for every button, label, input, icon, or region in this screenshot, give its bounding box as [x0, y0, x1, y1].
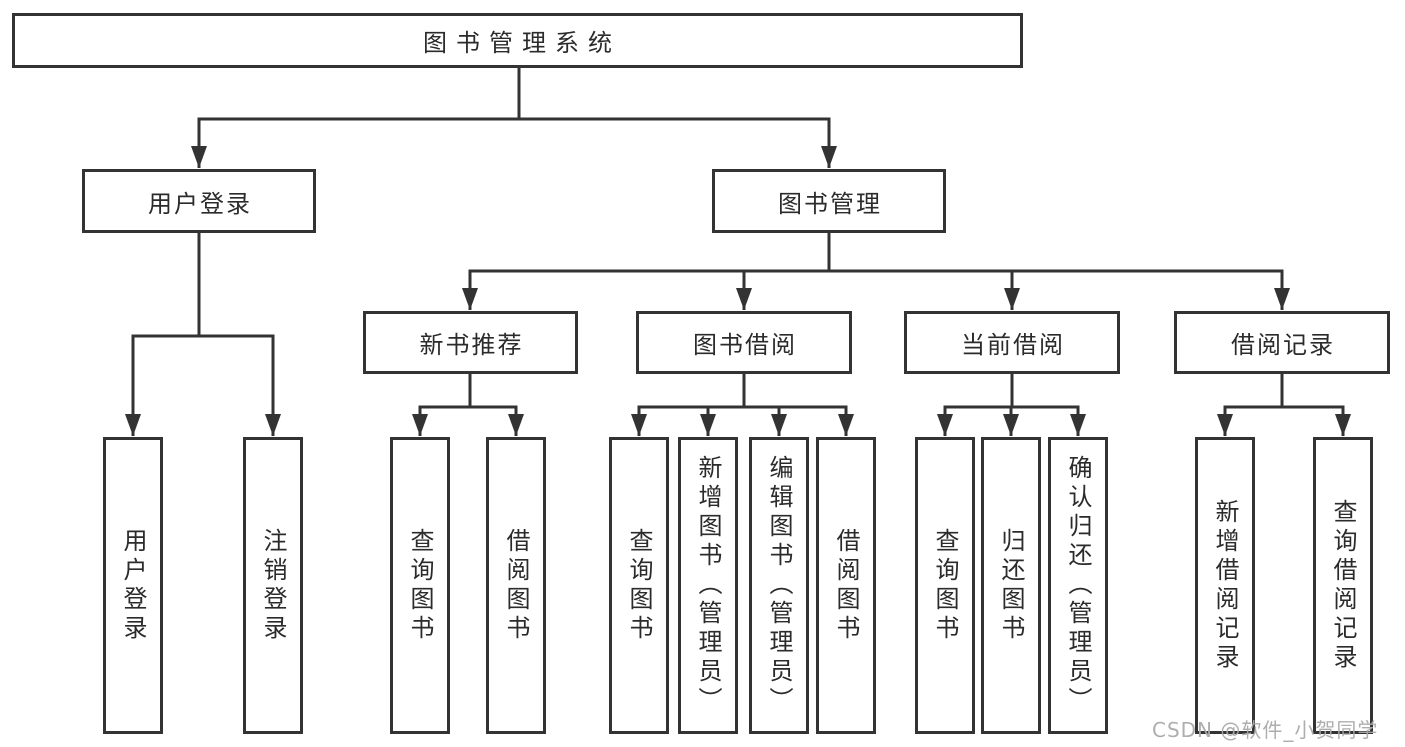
node-label: 借阅记录	[1231, 331, 1335, 359]
node-label: 新增图书（管理员）	[694, 455, 722, 716]
node-new-book-recommend: 新书推荐	[363, 311, 578, 374]
node-leaf-query-borrow-record: 查询借阅记录	[1313, 437, 1373, 734]
node-label: 当前借阅	[961, 331, 1065, 359]
node-leaf-borrow-query-books: 查询图书	[609, 437, 669, 734]
node-label: 查询图书	[931, 527, 959, 644]
connector-currentborrow-to-children	[937, 370, 1086, 436]
node-label: 借阅图书	[502, 527, 530, 644]
node-label: 查询图书	[406, 527, 434, 644]
node-label: 新书推荐	[419, 331, 524, 359]
node-label: 注销登录	[259, 527, 287, 644]
node-label: 图书借阅	[693, 331, 797, 359]
node-label: 图书管理	[778, 189, 882, 218]
node-borrow-records: 借阅记录	[1174, 311, 1390, 374]
node-user-login: 用户登录	[82, 169, 316, 233]
node-book-management: 图书管理	[712, 169, 946, 233]
connector-userlogin-to-children	[125, 228, 281, 436]
node-leaf-add-books-admin: 新增图书（管理员）	[678, 437, 738, 734]
connector-bookborrow-to-children	[631, 370, 854, 436]
connector-root-to-level2	[191, 60, 837, 168]
node-label: 确认归还（管理员）	[1064, 455, 1092, 716]
node-label: 用户登录	[119, 527, 147, 644]
node-leaf-return-books: 归还图书	[981, 437, 1041, 734]
node-leaf-user-login: 用户登录	[103, 437, 163, 734]
csdn-watermark: CSDN @软件_小贺同学	[1152, 718, 1379, 742]
node-leaf-confirm-return-admin: 确认归还（管理员）	[1048, 437, 1108, 734]
node-label: 查询图书	[625, 527, 653, 644]
node-leaf-logout: 注销登录	[243, 437, 303, 734]
node-label: 归还图书	[997, 527, 1025, 644]
node-leaf-newbook-query-books: 查询图书	[390, 437, 450, 734]
node-leaf-borrow-books: 借阅图书	[816, 437, 876, 734]
node-leaf-edit-books-admin: 编辑图书（管理员）	[749, 437, 809, 734]
connector-bookmgmt-to-level3	[462, 228, 1290, 310]
node-leaf-newbook-borrow-books: 借阅图书	[486, 437, 546, 734]
node-leaf-current-query-books: 查询图书	[915, 437, 975, 734]
node-label: 用户登录	[148, 189, 252, 218]
connector-newbook-to-children	[412, 370, 524, 436]
node-leaf-add-borrow-record: 新增借阅记录	[1195, 437, 1255, 734]
node-label: 新增借阅记录	[1211, 498, 1239, 673]
node-label: 借阅图书	[832, 527, 860, 644]
node-label: 查询借阅记录	[1329, 498, 1357, 673]
node-library-management-system: 图书管理系统	[12, 13, 1023, 68]
node-current-borrow: 当前借阅	[904, 311, 1120, 374]
node-book-borrow: 图书借阅	[636, 311, 852, 374]
node-label: 图书管理系统	[423, 29, 621, 57]
node-label: 编辑图书（管理员）	[765, 455, 793, 716]
connector-records-to-children	[1217, 370, 1351, 436]
